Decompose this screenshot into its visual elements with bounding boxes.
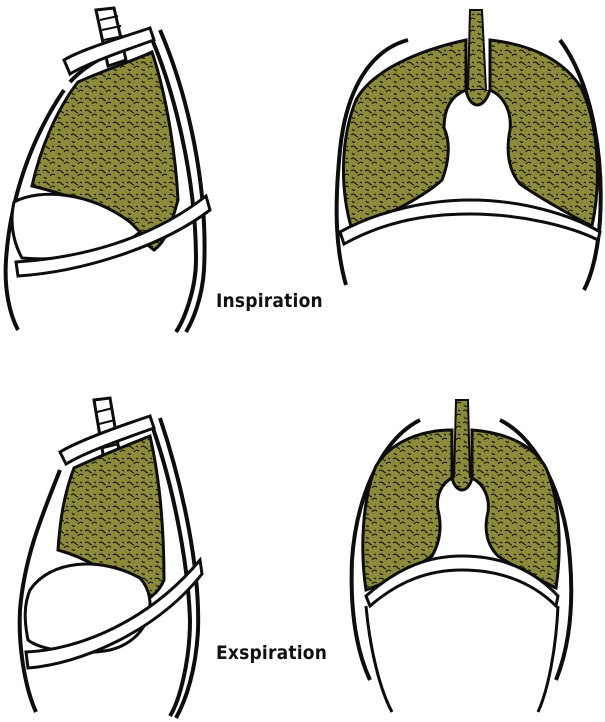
- front-view-expiration: [352, 400, 572, 712]
- side-view-expiration: [20, 398, 202, 718]
- label-expiration: Exspiration: [216, 642, 327, 664]
- front-view-inspiration: [337, 10, 601, 290]
- side-view-inspiration: [6, 8, 210, 332]
- trachea-front-insp: [468, 10, 486, 90]
- label-inspiration: Inspiration: [216, 290, 323, 312]
- trachea-front-exp: [454, 400, 470, 480]
- lower-ribs-front-exp: [366, 606, 558, 712]
